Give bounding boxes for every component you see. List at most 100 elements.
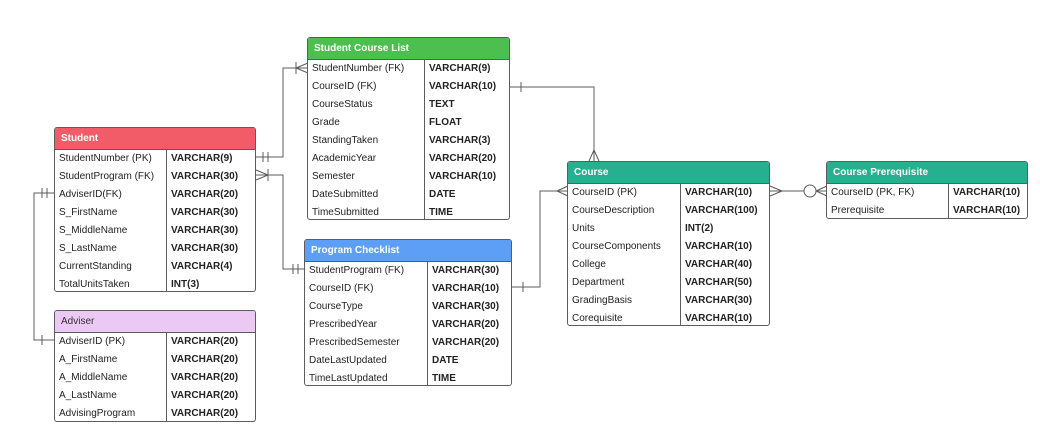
attribute-name: DateLastUpdated	[305, 352, 428, 370]
attribute-name: AdviserID (PK)	[55, 333, 167, 351]
attribute-type: VARCHAR(50)	[685, 277, 753, 288]
attribute-type: VARCHAR(30)	[171, 207, 239, 218]
marker-crow	[769, 185, 783, 192]
attribute-type: VARCHAR(20)	[171, 408, 239, 419]
attribute-type: VARCHAR(10)	[685, 241, 753, 252]
marker-crow	[769, 190, 783, 197]
attribute-name: TimeLastUpdated	[305, 370, 428, 385]
attribute-type: VARCHAR(30)	[171, 243, 239, 254]
attribute-type: TIME	[432, 373, 456, 384]
attribute-name: CourseID (PK)	[568, 184, 681, 202]
attribute-type: DATE	[432, 355, 459, 366]
attribute-name: StandingTaken	[308, 132, 425, 150]
entity-student-course-list-rows: StudentNumber (FK)VARCHAR(9)CourseID (FK…	[308, 60, 509, 219]
link-student-program-checklist	[256, 174, 305, 270]
attribute-type: TIME	[429, 207, 453, 218]
attribute-type: DATE	[429, 189, 456, 200]
attribute-row: AcademicYear VARCHAR(20)	[308, 150, 509, 168]
marker-circle	[803, 184, 817, 198]
attribute-name: Grade	[308, 114, 425, 132]
attribute-type: VARCHAR(20)	[171, 189, 239, 200]
entity-student-course-list-title: Student Course List	[308, 38, 509, 60]
attribute-type: VARCHAR(4)	[171, 261, 233, 272]
attribute-name: CourseType	[305, 298, 428, 316]
attribute-type: TEXT	[429, 99, 455, 110]
attribute-name: GradingBasis	[568, 292, 681, 310]
attribute-type: VARCHAR(20)	[171, 336, 239, 347]
attribute-row: TimeLastUpdated TIME	[305, 370, 511, 385]
attribute-name: CourseID (FK)	[308, 78, 425, 96]
attribute-type: VARCHAR(10)	[685, 187, 753, 198]
attribute-type: VARCHAR(40)	[685, 259, 753, 270]
attribute-type: VARCHAR(20)	[432, 319, 500, 330]
attribute-type: VARCHAR(20)	[171, 354, 239, 365]
entity-adviser[interactable]: Adviser AdviserID (PK)VARCHAR(20)A_First…	[54, 310, 256, 422]
attribute-row: DateLastUpdated DATE	[305, 352, 511, 370]
entity-adviser-title: Adviser	[55, 311, 255, 333]
attribute-type: VARCHAR(9)	[171, 153, 233, 164]
attribute-name: CourseID (PK, FK)	[827, 184, 949, 202]
attribute-row: AdviserID (PK) VARCHAR(20)	[55, 333, 255, 351]
entity-program-checklist-title: Program Checklist	[305, 240, 511, 262]
attribute-type: VARCHAR(20)	[171, 390, 239, 401]
attribute-name: S_MiddleName	[55, 222, 167, 240]
attribute-type: VARCHAR(30)	[171, 171, 239, 182]
attribute-name: CourseID (FK)	[305, 280, 428, 298]
entity-course[interactable]: Course CourseID (PK)VARCHAR(10)CourseDes…	[567, 161, 770, 326]
attribute-type: VARCHAR(9)	[429, 63, 491, 74]
attribute-row: CourseStatus TEXT	[308, 96, 509, 114]
attribute-type: VARCHAR(30)	[685, 295, 753, 306]
attribute-name: S_FirstName	[55, 204, 167, 222]
attribute-row: AdviserID(FK)VARCHAR(20)	[55, 186, 255, 204]
attribute-type: VARCHAR(30)	[432, 301, 500, 312]
link-student-adviser	[33, 192, 55, 341]
attribute-row: StudentProgram (FK)VARCHAR(30)	[305, 262, 511, 280]
entity-student-course-list[interactable]: Student Course List StudentNumber (FK)VA…	[307, 37, 510, 220]
attribute-name: PrescribedYear	[305, 316, 428, 334]
attribute-row: CourseType VARCHAR(30)	[305, 298, 511, 316]
marker-crow	[255, 169, 269, 176]
attribute-type: VARCHAR(30)	[171, 225, 239, 236]
attribute-name: CourseComponents	[568, 238, 681, 256]
entity-student[interactable]: Student StudentNumber (PK)VARCHAR(9)Stud…	[54, 127, 256, 292]
attribute-name: DateSubmitted	[308, 186, 425, 204]
attribute-row: Department VARCHAR(50)	[568, 274, 769, 292]
link-student-student-course-list	[256, 67, 308, 158]
attribute-name: CourseStatus	[308, 96, 425, 114]
entity-program-checklist-rows: StudentProgram (FK)VARCHAR(30)CourseID (…	[305, 262, 511, 385]
attribute-name: Department	[568, 274, 681, 292]
entity-course-prerequisite-rows: CourseID (PK, FK)VARCHAR(10)Prerequisite…	[827, 184, 1027, 218]
attribute-type: VARCHAR(10)	[953, 205, 1021, 216]
entity-student-rows: StudentNumber (PK)VARCHAR(9)StudentProgr…	[55, 150, 255, 291]
attribute-row: StudentNumber (PK)VARCHAR(9)	[55, 150, 255, 168]
attribute-type: VARCHAR(30)	[432, 265, 500, 276]
marker-crow	[255, 174, 269, 181]
attribute-type: VARCHAR(10)	[432, 283, 500, 294]
attribute-name: TotalUnitsTaken	[55, 276, 167, 291]
attribute-row: PrescribedYear VARCHAR(20)	[305, 316, 511, 334]
attribute-type: VARCHAR(10)	[953, 187, 1021, 198]
attribute-type: VARCHAR(20)	[429, 153, 497, 164]
entity-program-checklist[interactable]: Program Checklist StudentProgram (FK)VAR…	[304, 239, 512, 386]
entity-course-rows: CourseID (PK) VARCHAR(10) CourseDescriptio…	[568, 184, 769, 325]
entity-course-prerequisite[interactable]: Course Prerequisite CourseID (PK, FK)VAR…	[826, 161, 1028, 219]
attribute-row: CourseComponents VARCHAR(10)	[568, 238, 769, 256]
attribute-row: Prerequisite VARCHAR(10)	[827, 202, 1027, 218]
attribute-name: Prerequisite	[827, 202, 949, 218]
attribute-name: AcademicYear	[308, 150, 425, 168]
attribute-type: VARCHAR(100)	[685, 205, 758, 216]
attribute-name: Units	[568, 220, 681, 238]
attribute-name: College	[568, 256, 681, 274]
